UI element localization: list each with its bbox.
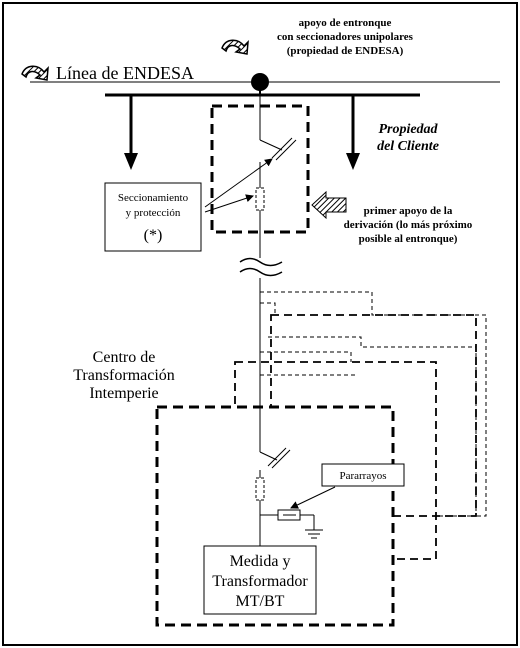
medida-label-1: Medida y	[230, 553, 291, 570]
pararrayos-label: Pararrayos	[339, 470, 386, 482]
ground-icon	[305, 515, 323, 539]
left-down-arrow-head	[124, 153, 138, 170]
primer-label-2: derivación (lo más próximo	[344, 219, 473, 231]
centro-label-3: Intemperie	[89, 385, 158, 402]
hatched-arrow-icon	[311, 190, 347, 220]
seccionamiento-label-1: Seccionamiento	[118, 192, 189, 204]
fuse-icon	[255, 477, 265, 501]
curved-arrow-icon	[221, 39, 249, 55]
pointer-arrow-fuse	[204, 194, 254, 213]
linea-endesa-label: Línea de ENDESA	[56, 63, 194, 83]
centro-label-1: Centro de	[93, 349, 156, 366]
apoyo-label-1: apoyo de entronque	[299, 17, 392, 29]
apoyo-label-2: con seccionadores unipolares	[277, 31, 414, 43]
pararrayos-box	[321, 463, 405, 487]
medida-label-3: MT/BT	[236, 593, 285, 610]
pointer-arrow-switch	[204, 158, 273, 208]
fuse-icon	[255, 187, 265, 211]
switch-icon	[259, 447, 291, 469]
centro-label-2: Transformación	[73, 367, 175, 384]
propiedad-label-2: del Cliente	[377, 139, 439, 154]
propiedad-label-1: Propiedad	[378, 122, 438, 137]
apoyo-label-3: (propiedad de ENDESA)	[287, 45, 404, 57]
line-break-symbol	[239, 257, 283, 277]
seccionamiento-label-3: (*)	[144, 227, 163, 244]
switch-icon	[259, 137, 297, 161]
primer-label-3: posible al entronque)	[359, 233, 458, 245]
primer-label-1: primer apoyo de la	[364, 205, 453, 217]
seccionamiento-label-2: y protección	[126, 207, 181, 219]
medida-transformador-box	[203, 545, 317, 615]
seccionamiento-box	[104, 182, 202, 252]
right-down-arrow-head	[346, 153, 360, 170]
medida-label-2: Transformador	[212, 573, 308, 590]
curved-arrow-icon	[21, 65, 49, 81]
pointer-arrow-pararrayos	[290, 486, 336, 509]
